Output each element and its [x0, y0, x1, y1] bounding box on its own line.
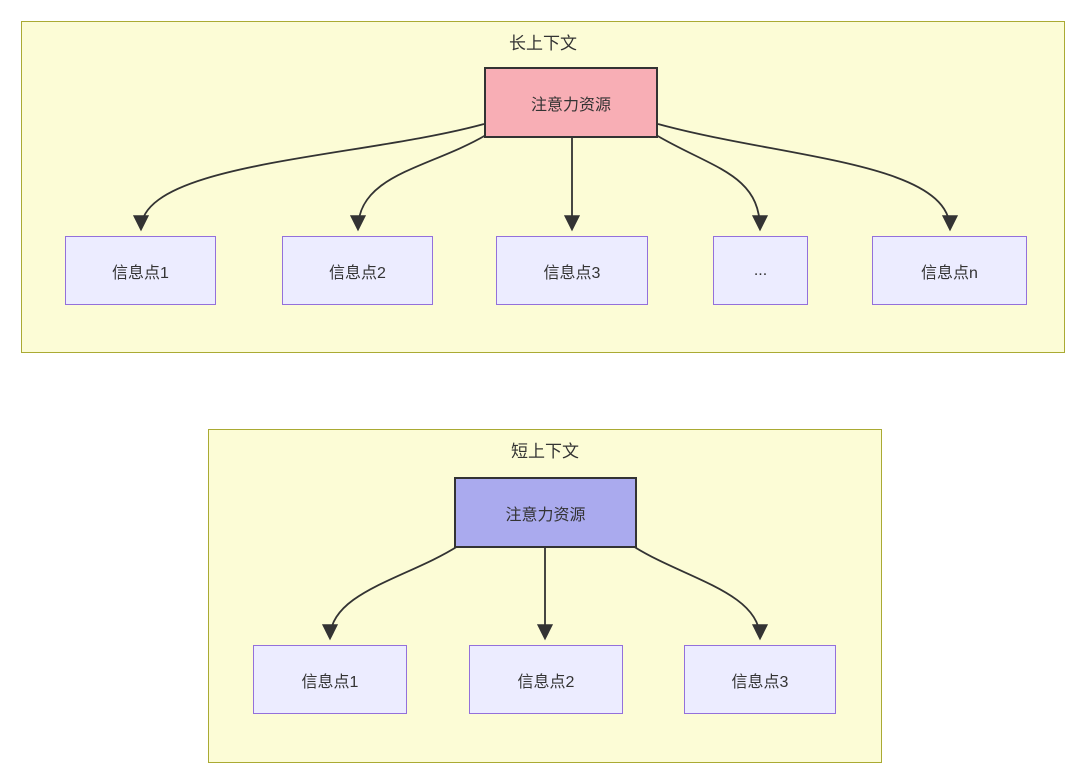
long-info-node-ellipsis: ...	[713, 236, 808, 305]
short-context-title: 短上下文	[511, 442, 579, 461]
long-info-node-2: 信息点2	[282, 236, 433, 305]
short-info-node-3: 信息点3	[684, 645, 836, 714]
long-info-node-3: 信息点3	[496, 236, 648, 305]
long-attention-node: 注意力资源	[484, 67, 658, 138]
long-info-node-n: 信息点n	[872, 236, 1027, 305]
short-info-node-2: 信息点2	[469, 645, 623, 714]
short-attention-node: 注意力资源	[454, 477, 637, 548]
long-context-title: 长上下文	[509, 34, 577, 53]
long-info-node-1: 信息点1	[65, 236, 216, 305]
short-info-node-1: 信息点1	[253, 645, 407, 714]
